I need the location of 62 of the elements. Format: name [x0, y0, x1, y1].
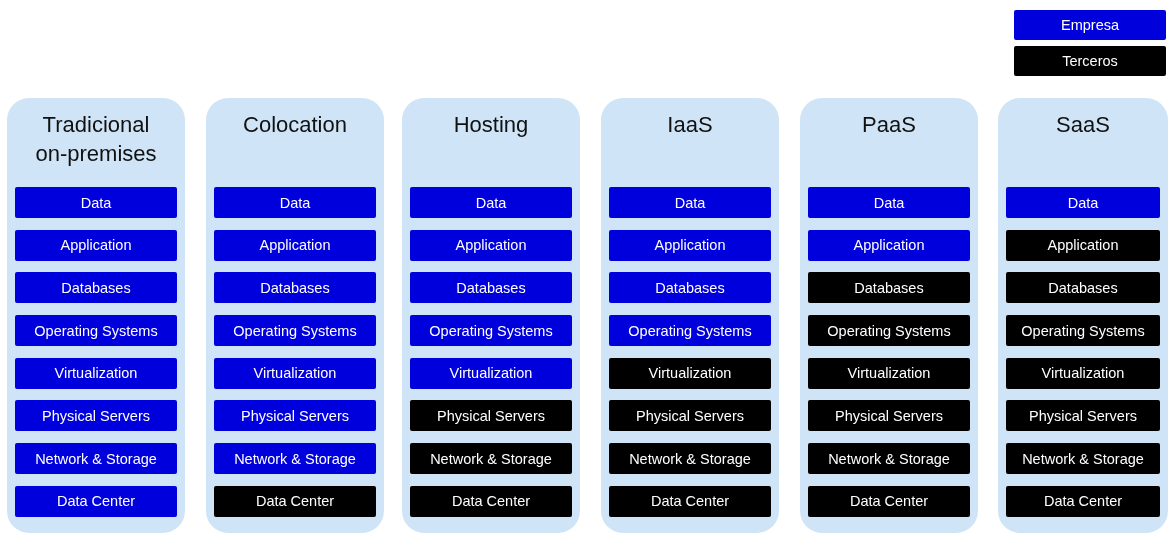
layer-box: Physical Servers: [15, 400, 177, 432]
layer-box: Data Center: [808, 485, 970, 517]
layer-box: Network & Storage: [214, 443, 376, 475]
layer-box: Application: [609, 229, 771, 261]
layer-box: Physical Servers: [1006, 400, 1160, 432]
layer-box: Physical Servers: [214, 400, 376, 432]
layer-box: Network & Storage: [808, 443, 970, 475]
layer-box: Physical Servers: [410, 400, 572, 432]
column-title: PaaS: [861, 111, 917, 139]
layer-box: Databases: [15, 272, 177, 304]
layer-box: Data Center: [410, 485, 572, 517]
column-title: IaaS: [666, 111, 714, 139]
layer-box: Data: [1006, 187, 1160, 218]
layer-box: Data Center: [15, 485, 177, 517]
legend-swatch: Terceros: [1014, 46, 1166, 76]
layer-box: Databases: [1006, 272, 1160, 304]
stack-column: [800, 98, 978, 533]
layer-box: Data Center: [214, 485, 376, 517]
layer-box: Virtualization: [410, 357, 572, 389]
layer-box: Network & Storage: [410, 443, 572, 475]
layer-box: Data: [214, 187, 376, 218]
column-title: Tradicional on-premises: [34, 111, 158, 168]
layer-box: Data: [808, 187, 970, 218]
layer-box: Operating Systems: [1006, 315, 1160, 347]
stack-column: [402, 98, 580, 533]
layer-box: Network & Storage: [15, 443, 177, 475]
stack-column: [7, 98, 185, 533]
layer-box: Data Center: [1006, 485, 1160, 517]
stack-column: [206, 98, 384, 533]
layer-box: Virtualization: [808, 357, 970, 389]
column-title: Colocation: [242, 111, 348, 139]
column-title: Hosting: [452, 111, 530, 139]
stack-column: [998, 98, 1168, 533]
layer-box: Operating Systems: [410, 315, 572, 347]
layer-box: Databases: [214, 272, 376, 304]
legend-swatch: Empresa: [1014, 10, 1166, 40]
layer-box: Databases: [808, 272, 970, 304]
layer-box: Databases: [609, 272, 771, 304]
layer-box: Network & Storage: [609, 443, 771, 475]
layer-box: Virtualization: [214, 357, 376, 389]
column-title: SaaS: [1055, 111, 1111, 139]
layer-box: Network & Storage: [1006, 443, 1160, 475]
layer-box: Virtualization: [15, 357, 177, 389]
layer-box: Application: [1006, 229, 1160, 261]
layer-box: Data Center: [609, 485, 771, 517]
layer-box: Databases: [410, 272, 572, 304]
stack-column: [601, 98, 779, 533]
layer-box: Application: [15, 229, 177, 261]
layer-box: Data: [609, 187, 771, 218]
layer-box: Application: [214, 229, 376, 261]
layer-box: Operating Systems: [808, 315, 970, 347]
layer-box: Application: [808, 229, 970, 261]
layer-box: Data: [410, 187, 572, 218]
layer-box: Virtualization: [609, 357, 771, 389]
layer-box: Operating Systems: [609, 315, 771, 347]
layer-box: Physical Servers: [808, 400, 970, 432]
layer-box: Operating Systems: [214, 315, 376, 347]
layer-box: Virtualization: [1006, 357, 1160, 389]
layer-box: Application: [410, 229, 572, 261]
layer-box: Data: [15, 187, 177, 218]
layer-box: Operating Systems: [15, 315, 177, 347]
layer-box: Physical Servers: [609, 400, 771, 432]
